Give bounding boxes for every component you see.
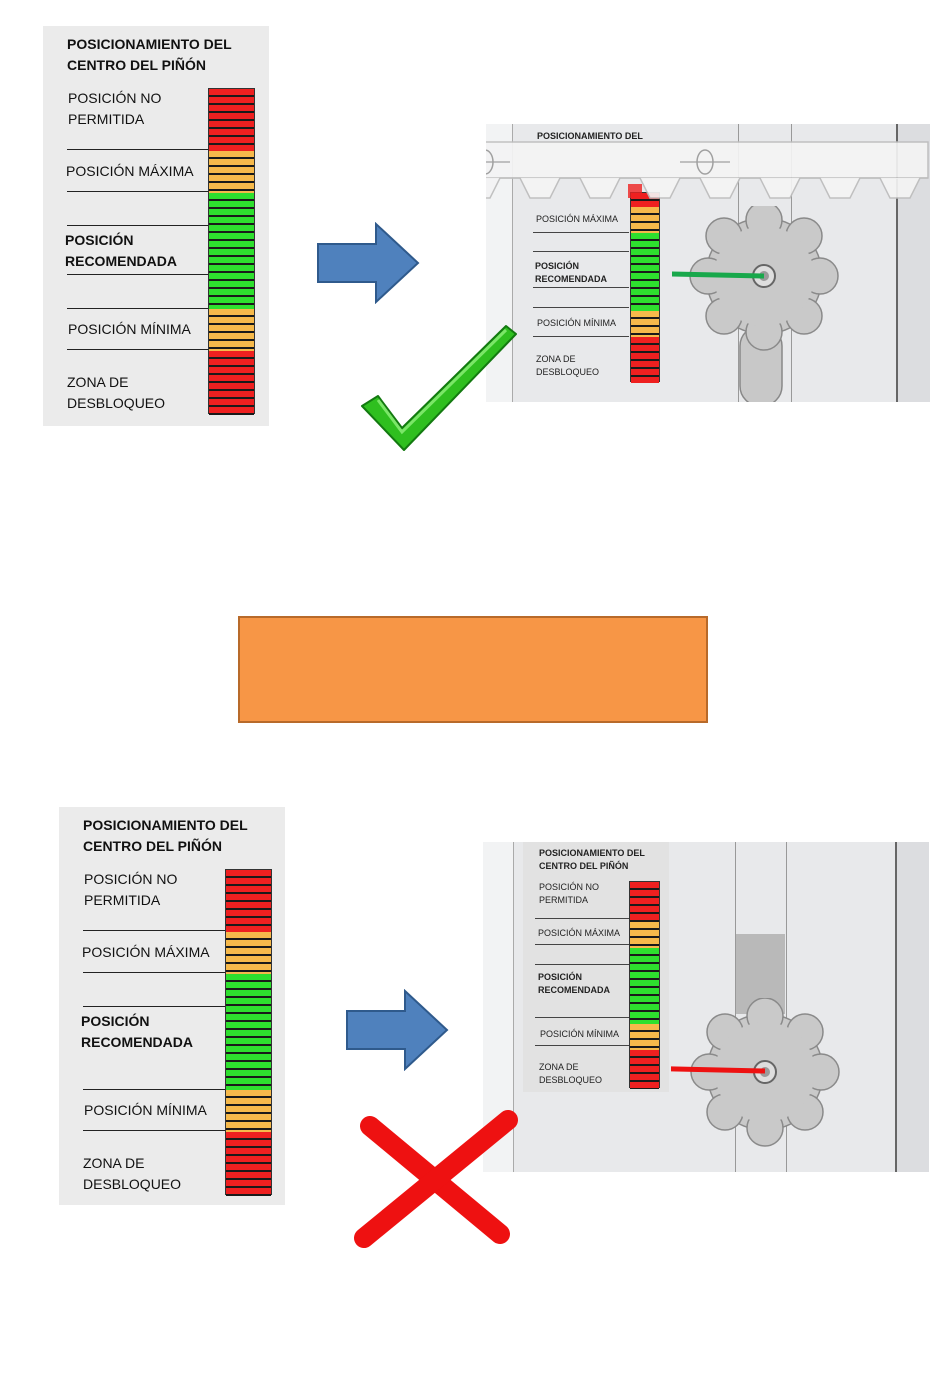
label-panel-top: POSICIONAMIENTO DEL CENTRO DEL PIÑÓN POS… [43,26,269,426]
separator [535,944,630,945]
label-min: POSICIÓN MÍNIMA [84,1102,207,1118]
separator [533,336,629,337]
label-not-allowed: POSICIÓN NO PERMITIDA [84,871,178,908]
zone-max [209,151,254,193]
right-arrow-icon [346,989,449,1071]
gear-icon [672,206,839,402]
installation-photo-correct: POSICIONAMIENTO DEL POSICIÓN MÁXIMA POSI… [486,124,930,402]
zone-max [631,207,659,233]
gear-icon [671,998,840,1147]
separator [533,307,629,308]
zone-release [209,351,254,415]
zone-not-allowed [630,882,659,922]
gear-rack [486,141,929,199]
frame-post [735,842,787,1172]
separator [533,232,629,233]
label-not-allowed: POSICIÓN NO PERMITIDA [68,90,162,127]
separator [83,972,225,973]
label-recommended: POSICIÓN RECOMENDADA [538,972,610,995]
label-min: POSICIÓN MÍNIMA [537,318,617,328]
label-panel-bottom: POSICIONAMIENTO DEL CENTRO DEL PIÑÓN POS… [59,807,285,1205]
zone-min [630,1024,659,1050]
zone-recommended [226,974,271,1090]
label-release: ZONA DE DESBLOQUEO [67,374,166,411]
separator [67,149,208,150]
zone-recommended [209,193,254,309]
separator [535,964,630,965]
zone-recommended [630,948,659,1024]
zone-max [226,932,271,974]
label-min: POSICIÓN MÍNIMA [68,321,191,337]
label-recommended: POSICIÓN RECOMENDADA [65,232,177,269]
zone-not-allowed [209,89,254,151]
position-scale-bar [225,869,272,1196]
zone-release [631,337,659,383]
label-not-allowed: POSICIÓN NO PERMITIDA [539,882,600,905]
label-recommended: POSICIÓN RECOMENDADA [535,261,607,284]
zone-recommended [631,233,659,311]
zone-max [630,922,659,948]
cross-icon [354,1110,518,1248]
separator [67,274,208,275]
label-release: ZONA DE DESBLOQUEO [536,354,600,377]
separator [67,191,208,192]
separator [67,308,208,309]
label-max: POSICIÓN MÁXIMA [538,928,621,938]
label-recommended: POSICIÓN RECOMENDADA [81,1013,193,1050]
separator [83,1006,225,1007]
right-arrow-icon [317,222,420,304]
position-scale-bar [630,192,660,383]
zone-min [226,1090,271,1132]
label-max: POSICIÓN MÁXIMA [82,944,210,960]
separator [535,918,630,919]
separator [67,225,208,226]
separator [67,349,208,350]
zone-release [226,1132,271,1196]
panel-title: POSICIONAMIENTO DEL CENTRO DEL PIÑÓN [83,817,248,854]
panel-title: POSICIONAMIENTO DEL CENTRO DEL PIÑÓN [67,36,232,73]
check-mark-icon [361,325,517,451]
zone-not-allowed [226,870,271,932]
zone-release [630,1050,659,1089]
separator [533,251,629,252]
zone-min [209,309,254,351]
separator [533,287,629,288]
position-scale-bar [629,881,660,1089]
separator [83,1089,225,1090]
label-release: ZONA DE DESBLOQUEO [539,1062,603,1085]
installation-photo-incorrect: POSICIONAMIENTO DEL CENTRO DEL PIÑÓN POS… [483,842,929,1172]
position-scale-bar [208,88,255,415]
label-release: ZONA DE DESBLOQUEO [83,1155,182,1192]
photo-title: POSICIONAMIENTO DEL CENTRO DEL PIÑÓN [539,848,645,871]
separator [535,1017,630,1018]
separator [83,1130,225,1131]
separator [83,930,225,931]
label-max: POSICIÓN MÁXIMA [536,214,619,224]
separator [535,1045,630,1046]
label-min: POSICIÓN MÍNIMA [540,1029,620,1039]
frame-edge [895,842,929,1172]
label-max: POSICIÓN MÁXIMA [66,163,194,179]
orange-banner [238,616,708,723]
photo-title: POSICIONAMIENTO DEL [537,131,643,141]
zone-min [631,311,659,337]
